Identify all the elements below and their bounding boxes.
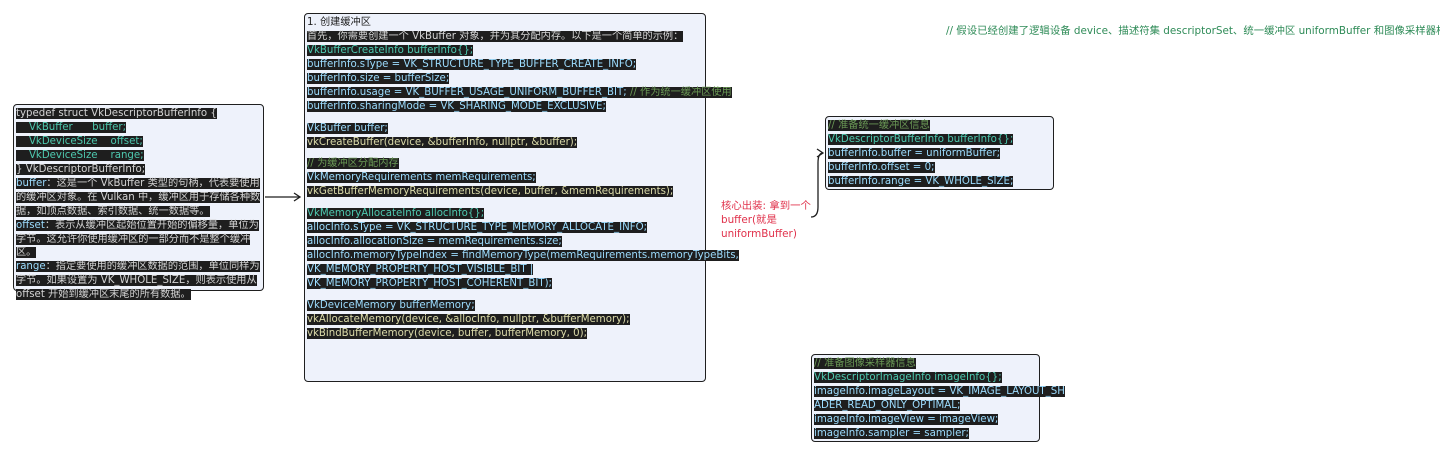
code-line: vkAllocateMemory(device, &allocInfo, nul… (307, 313, 630, 325)
buffer-info-node[interactable]: // 准备统一缓冲区信息 VkDescriptorBufferInfo buff… (825, 116, 1054, 190)
code-line: bufferInfo.range = VK_WHOLE_SIZE; (828, 175, 1014, 187)
desc-paragraph: range：指定要使用的缓冲区数据的范围，单位同样为字节。如果设置为 VK_WH… (16, 261, 260, 301)
label-to-bufferinfo-edge (810, 148, 825, 218)
code-line: ADER_READ_ONLY_OPTIMAL; (814, 399, 961, 411)
code-line: VkDeviceSize offset; (16, 135, 143, 147)
code-line: VkMemoryAllocateInfo allocInfo{}; (307, 208, 485, 220)
image-info-node[interactable]: // 准备图像采样器信息 VkDescriptorImageInfo image… (811, 354, 1065, 442)
struct-to-create-edge (265, 192, 302, 202)
desc-paragraph: buffer：这是一个 VkBuffer 类型的句柄，代表要使用的缓冲区对象。在… (16, 177, 261, 217)
code-line: VkBufferCreateInfo bufferInfo{}; (307, 44, 474, 56)
code-line: VkBuffer buffer; (16, 121, 127, 133)
struct-node[interactable]: typedef struct VkDescriptorBufferInfo { … (13, 104, 264, 301)
intro-line: 首先，你需要创建一个 VkBuffer 对象，并为其分配内存。以下是一个简单的示… (307, 30, 684, 42)
code-line: bufferInfo.offset = 0; (828, 161, 935, 173)
code-line: VkDeviceMemory bufferMemory; (307, 299, 475, 311)
code-line: bufferInfo.usage = VK_BUFFER_USAGE_UNIFO… (307, 86, 732, 98)
code-line: typedef struct VkDescriptorBufferInfo { (16, 108, 217, 119)
code-line: bufferInfo.size = bufferSize; (307, 72, 450, 84)
code-line: VkDescriptorBufferInfo bufferInfo{}; (828, 133, 1014, 145)
code-line: } VkDescriptorBufferInfo; (16, 163, 146, 175)
code-line: allocInfo.memoryTypeIndex = findMemoryTy… (307, 250, 739, 262)
code-line: VK_MEMORY_PROPERTY_HOST_COHERENT_BIT); (307, 277, 552, 289)
code-line: allocInfo.allocationSize = memRequiremen… (307, 236, 562, 248)
code-line: imageInfo.imageLayout = VK_IMAGE_LAYOUT_… (814, 385, 1065, 397)
create-buffer-node[interactable]: 1. 创建缓冲区 首先，你需要创建一个 VkBuffer 对象，并为其分配内存。… (304, 13, 739, 382)
code-line: bufferInfo.sharingMode = VK_SHARING_MODE… (307, 100, 606, 112)
desc-paragraph: offset：表示从缓冲区起始位置开始的偏移量，单位为字节。这允许你使用缓冲区的… (16, 219, 259, 259)
code-line: VkDeviceSize range; (16, 149, 144, 161)
code-line: imageInfo.sampler = sampler; (814, 427, 969, 439)
node-heading: 1. 创建缓冲区 (307, 17, 371, 28)
code-line: VkBuffer buffer; (307, 122, 388, 134)
code-line: VkMemoryRequirements memRequirements; (307, 172, 536, 184)
code-line: imageInfo.imageView = imageView; (814, 413, 999, 425)
code-comment: // 为缓冲区分配内存 (307, 158, 399, 170)
code-line: bufferInfo.buffer = uniformBuffer; (828, 147, 1000, 159)
code-comment: // 准备统一缓冲区信息 (828, 120, 930, 131)
code-line: VK_MEMORY_PROPERTY_HOST_VISIBLE_BIT | (307, 264, 534, 275)
code-line: vkGetBufferMemoryRequirements(device, bu… (307, 186, 674, 198)
top-comment: // 假设已经创建了逻辑设备 device、描述符集 descriptorSet… (946, 25, 1440, 37)
code-line: vkCreateBuffer(device, &bufferInfo, null… (307, 136, 578, 148)
code-comment: // 准备图像采样器信息 (814, 358, 916, 369)
code-line: VkDescriptorImageInfo imageInfo{}; (814, 371, 1002, 383)
code-line: vkBindBufferMemory(device, buffer, buffe… (307, 327, 588, 339)
edge-label: 核心出装: 拿到一个buffer(就是uniformBuffer) (721, 200, 811, 240)
code-line: bufferInfo.sType = VK_STRUCTURE_TYPE_BUF… (307, 58, 637, 70)
code-line: allocInfo.sType = VK_STRUCTURE_TYPE_MEMO… (307, 222, 648, 234)
